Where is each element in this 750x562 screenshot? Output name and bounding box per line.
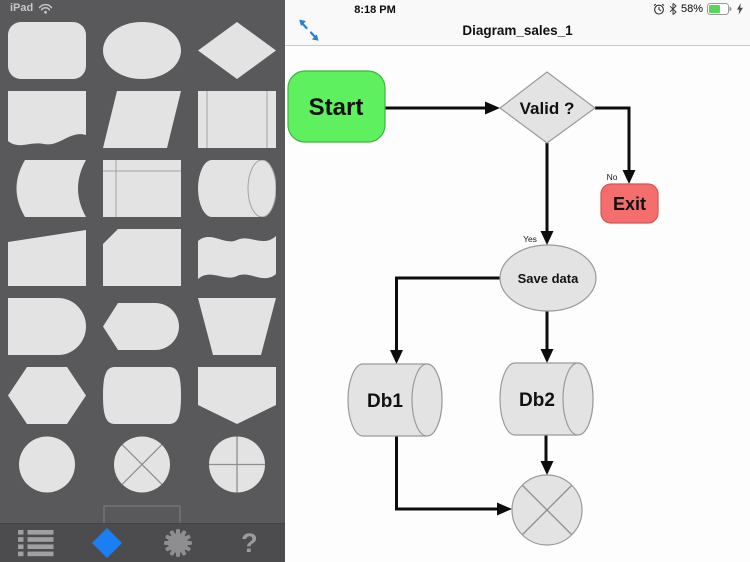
palette-shape-stored-data[interactable] [8,160,86,217]
expand-icon [299,19,319,41]
help-button[interactable]: ? [214,524,285,562]
palette-shape-predefined-process[interactable] [198,91,276,148]
shape-palette [8,22,276,562]
palette-shape-ellipse[interactable] [103,22,181,79]
palette-shape-circle[interactable] [8,436,86,493]
palette-shape-direct-access-storage[interactable] [198,160,276,217]
shape-list-button[interactable] [0,524,71,562]
diagram-canvas[interactable]: No Yes Start Valid ? [285,46,750,562]
palette-shape-delay[interactable] [8,298,86,355]
palette-shape-summing-junction[interactable] [103,436,181,493]
battery-icon [707,3,732,15]
node-start-label: Start [309,94,364,121]
canvas-header: 8:18 PM 58% Diagram_sales_1 [285,0,750,46]
edge-decision-save[interactable] [540,143,554,245]
palette-shape-display[interactable] [103,298,181,355]
edge-db1-junction[interactable] [395,436,513,516]
diamond-icon [91,528,122,558]
node-start[interactable]: Start [287,70,386,143]
edge-db2-junction[interactable] [540,435,554,475]
node-db1-label: Db1 [367,391,403,412]
alarm-icon [653,3,665,15]
palette-shape-preparation-hexagon[interactable] [8,367,86,424]
node-save-data-label: Save data [518,271,579,286]
battery-percent: 58% [680,3,703,15]
settings-button[interactable] [143,524,214,562]
node-exit-label: Exit [613,194,646,214]
status-bar-right: 58% [653,3,744,15]
expand-button[interactable] [297,17,321,43]
edge-label-yes: Yes [523,234,537,244]
palette-shape-manual-operation[interactable] [198,298,276,355]
edge-save-db1[interactable] [390,276,500,364]
palette-shape-internal-storage[interactable] [103,160,181,217]
charging-icon [737,3,743,15]
palette-shape-tape-flag[interactable] [198,229,276,286]
edge-decision-exit[interactable] [595,106,636,184]
palette-shape-or-junction[interactable] [198,436,276,493]
shape-palette-sidebar: iPad [0,0,285,562]
list-icon [17,530,54,557]
node-db2[interactable]: Db2 [499,362,594,436]
node-db2-label: Db2 [519,390,555,411]
palette-shape-manual-input[interactable] [8,229,86,286]
bluetooth-icon [669,3,677,15]
help-label: ? [241,527,258,558]
status-bar-left: iPad [10,2,53,14]
status-time: 8:18 PM [354,4,396,16]
node-db1[interactable]: Db1 [347,363,443,437]
edge-start-decision[interactable] [385,101,500,115]
node-save-data[interactable]: Save data [499,244,597,312]
palette-shape-document[interactable] [8,91,86,148]
gear-icon [164,529,193,557]
palette-shape-diamond[interactable] [198,22,276,79]
palette-shape-rounded-rectangle[interactable] [8,22,86,79]
palette-shape-parallelogram[interactable] [103,91,181,148]
palette-shape-card[interactable] [103,229,181,286]
node-decision[interactable]: Valid ? [499,71,597,144]
bottom-toolbar: ? [0,523,285,562]
edge-save-db2[interactable] [540,311,554,363]
node-decision-label: Valid ? [520,99,575,118]
node-exit[interactable]: Exit [600,183,659,224]
edge-label-no: No [607,172,618,182]
document-title: Diagram_sales_1 [462,23,573,38]
palette-shape-loop-limit[interactable] [103,367,181,424]
shapes-tab-button[interactable] [71,524,142,562]
palette-shape-off-page-connector[interactable] [198,367,276,424]
carrier-label: iPad [10,2,34,14]
wifi-icon [38,3,53,14]
node-junction[interactable] [511,474,583,546]
